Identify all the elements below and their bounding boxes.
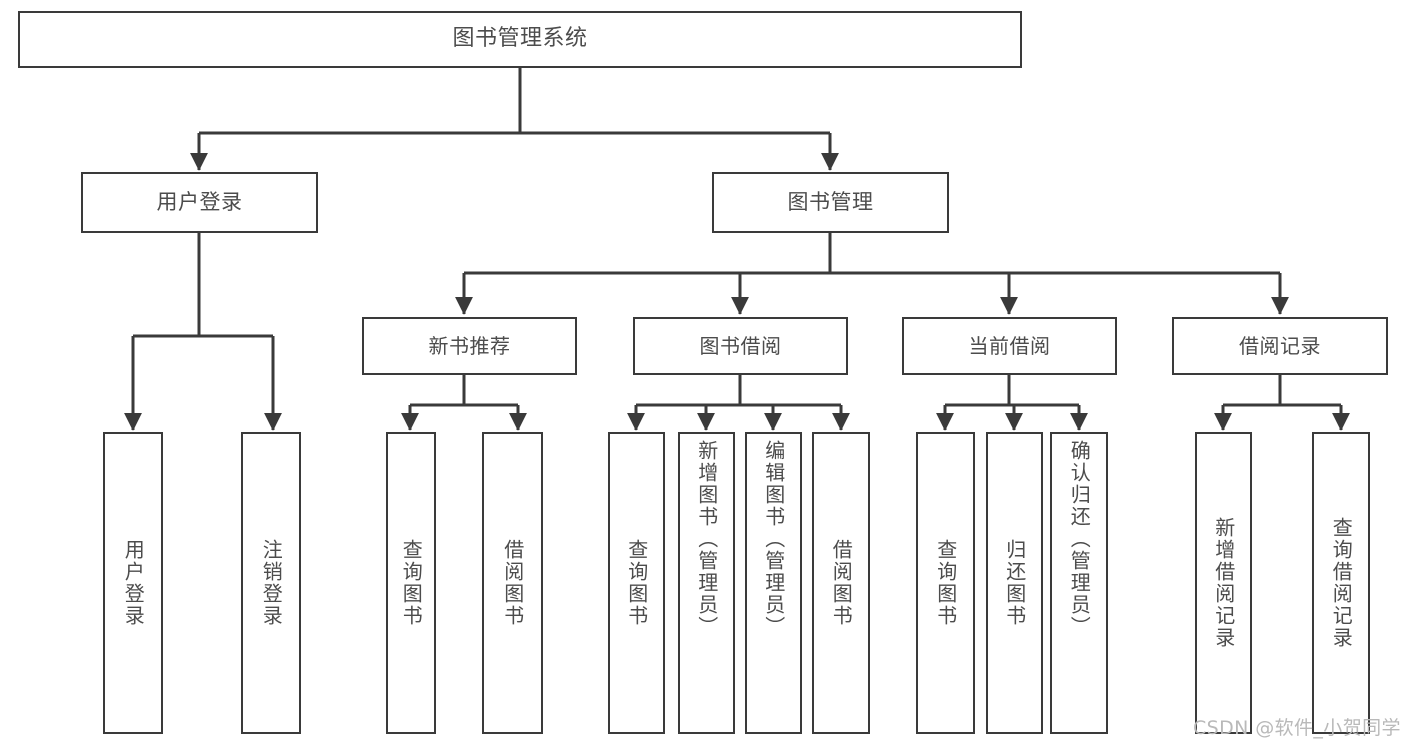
node-label: 用户登录 <box>121 539 146 627</box>
node-label: 新书推荐 <box>428 333 511 358</box>
node-leaf-user-login[interactable]: 用户登录 <box>103 432 163 734</box>
node-new-book-recommend[interactable]: 新书推荐 <box>362 317 577 375</box>
node-leaf-borrow-book-2[interactable]: 借阅图书 <box>812 432 870 734</box>
node-label: 编辑图书（管理员） <box>761 440 786 638</box>
node-leaf-confirm-return-admin[interactable]: 确认归还（管理员） <box>1050 432 1108 734</box>
node-leaf-edit-book-admin[interactable]: 编辑图书（管理员） <box>745 432 802 734</box>
node-leaf-borrow-book-1[interactable]: 借阅图书 <box>482 432 543 734</box>
node-label: 查询借阅记录 <box>1329 517 1354 649</box>
node-leaf-query-book-2[interactable]: 查询图书 <box>608 432 665 734</box>
node-label: 查询图书 <box>399 539 424 627</box>
node-label: 确认归还（管理员） <box>1067 440 1092 638</box>
node-leaf-query-borrow-record[interactable]: 查询借阅记录 <box>1312 432 1370 734</box>
node-borrow-record[interactable]: 借阅记录 <box>1172 317 1388 375</box>
node-leaf-add-book-admin[interactable]: 新增图书（管理员） <box>678 432 735 734</box>
node-root-book-management-system[interactable]: 图书管理系统 <box>18 11 1022 68</box>
node-label: 用户登录 <box>156 189 243 214</box>
node-leaf-return-book[interactable]: 归还图书 <box>986 432 1043 734</box>
node-book-borrow[interactable]: 图书借阅 <box>633 317 848 375</box>
node-book-management[interactable]: 图书管理 <box>712 172 949 233</box>
node-label: 新增借阅记录 <box>1211 517 1236 649</box>
node-leaf-query-book-3[interactable]: 查询图书 <box>916 432 975 734</box>
node-label: 当前借阅 <box>968 333 1051 358</box>
node-label: 借阅图书 <box>829 539 854 627</box>
node-label: 图书管理系统 <box>452 26 588 52</box>
node-label: 归还图书 <box>1002 539 1027 627</box>
node-label: 图书管理 <box>787 189 874 214</box>
node-label: 借阅记录 <box>1239 333 1321 358</box>
node-label: 查询图书 <box>624 539 649 627</box>
node-label: 新增图书（管理员） <box>694 440 719 638</box>
node-leaf-logout[interactable]: 注销登录 <box>241 432 301 734</box>
node-label: 图书借阅 <box>699 333 782 358</box>
node-label: 注销登录 <box>259 539 284 627</box>
node-label: 借阅图书 <box>500 539 525 627</box>
node-label: 查询图书 <box>933 539 958 627</box>
node-user-login[interactable]: 用户登录 <box>81 172 318 233</box>
node-leaf-add-borrow-record[interactable]: 新增借阅记录 <box>1195 432 1252 734</box>
node-leaf-query-book-1[interactable]: 查询图书 <box>386 432 436 734</box>
node-current-borrow[interactable]: 当前借阅 <box>902 317 1117 375</box>
